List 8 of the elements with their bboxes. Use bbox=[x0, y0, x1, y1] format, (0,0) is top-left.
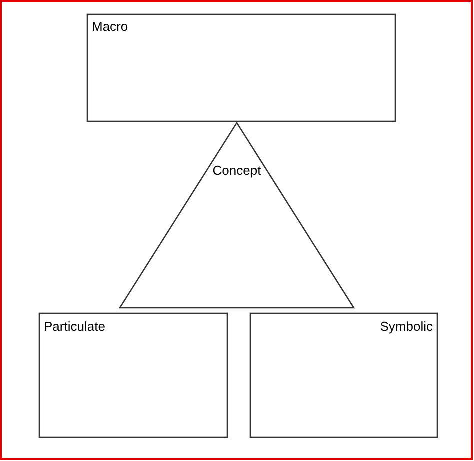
particulate-box bbox=[39, 313, 228, 438]
concept-triangle bbox=[119, 122, 355, 309]
node-label: Macro bbox=[92, 19, 128, 34]
symbolic-box bbox=[250, 313, 438, 438]
node-label: Symbolic bbox=[380, 319, 433, 334]
macro-box bbox=[87, 14, 396, 122]
node-label: Particulate bbox=[44, 319, 106, 334]
node-label: Concept bbox=[212, 163, 262, 178]
